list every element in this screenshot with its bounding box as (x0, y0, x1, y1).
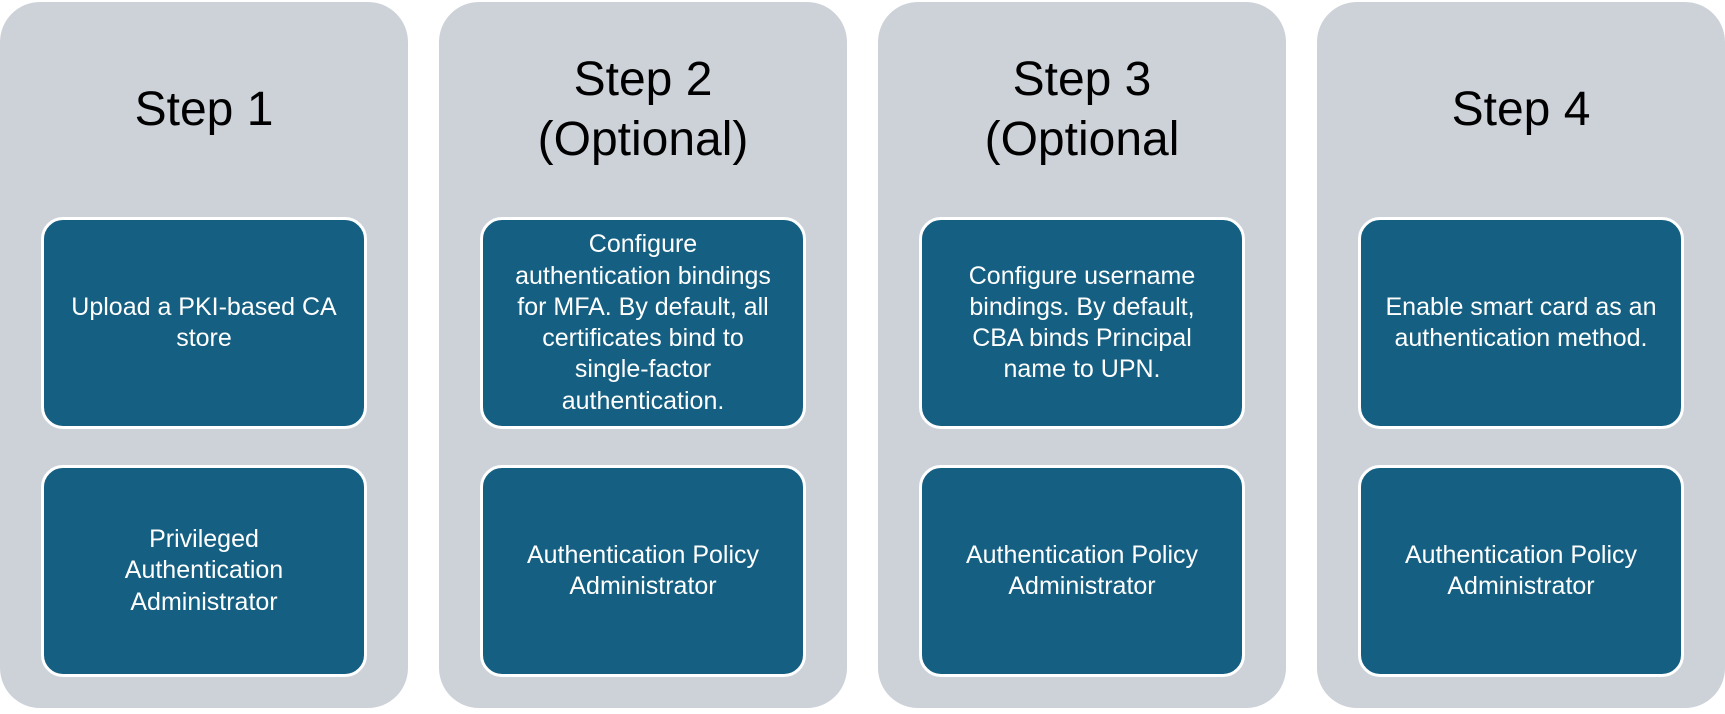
step-4-action-card: Enable smart card as an authentication m… (1358, 217, 1684, 429)
step-1-role-card: Privileged Authentication Administrator (41, 465, 367, 677)
step-1-action-text: Upload a PKI-based CA store (71, 292, 337, 352)
step-2-action-card: Configure authentication bindings for MF… (480, 217, 806, 429)
step-1-role-text: Privileged Authentication Administrator (124, 525, 284, 616)
step-2-role-card: Authentication Policy Administrator (480, 465, 806, 677)
step-3-action-text: Configure username bindings. By default,… (968, 261, 1196, 384)
step-2-column: Step 2 (Optional) Configure authenticati… (439, 2, 847, 708)
step-2-action-text: Configure authentication bindings for MF… (515, 230, 771, 415)
step-1-action-card: Upload a PKI-based CA store (41, 217, 367, 429)
step-4-role-text: Authentication Policy Administrator (1404, 540, 1638, 600)
step-3-title: Step 3 (Optional (984, 52, 1180, 166)
step-1-title: Step 1 (134, 82, 274, 136)
step-3-action-card: Configure username bindings. By default,… (919, 217, 1245, 429)
step-3-role-text: Authentication Policy Administrator (965, 540, 1199, 600)
step-2-role-text: Authentication Policy Administrator (526, 540, 760, 600)
step-1-column: Step 1 Upload a PKI-based CA store Privi… (0, 2, 408, 708)
step-4-column: Step 4 Enable smart card as an authentic… (1317, 2, 1725, 708)
step-3-role-card: Authentication Policy Administrator (919, 465, 1245, 677)
step-4-title: Step 4 (1451, 82, 1591, 136)
step-3-column: Step 3 (Optional Configure username bind… (878, 2, 1286, 708)
step-4-action-text: Enable smart card as an authentication m… (1385, 292, 1657, 352)
step-4-role-card: Authentication Policy Administrator (1358, 465, 1684, 677)
step-2-title: Step 2 (Optional) (537, 52, 749, 166)
